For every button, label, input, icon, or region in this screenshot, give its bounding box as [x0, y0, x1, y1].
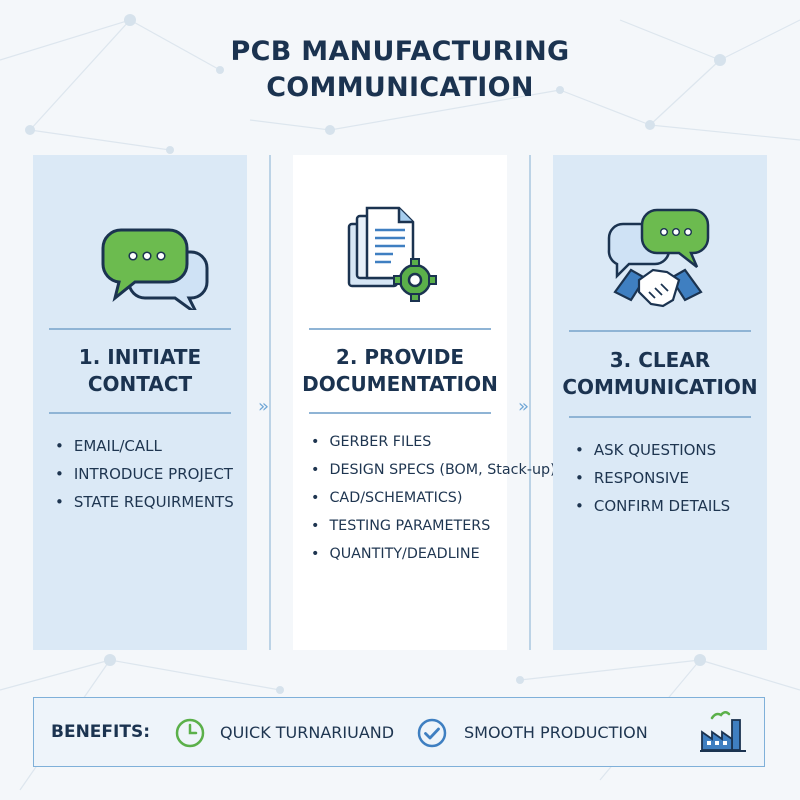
clock-icon: [175, 718, 205, 748]
list-item: STATE REQUIRMENTS: [55, 488, 234, 516]
list-item: QUANTITY/DEADLINE: [311, 540, 556, 568]
step-heading-line-1: 3. CLEAR: [609, 348, 711, 372]
list-item: GERBER FILES: [311, 428, 556, 456]
documents-gear-icon: [347, 206, 437, 302]
list-item: TESTING PARAMETERS: [311, 512, 556, 540]
step-heading: 2. PROVIDE DOCUMENTATION: [293, 344, 507, 398]
step-heading-line-2: CONTACT: [87, 372, 193, 396]
divider-rule: [49, 412, 231, 414]
chevron-right-icon: »: [258, 396, 269, 417]
check-circle-icon: [417, 718, 447, 748]
title-line-1: PCB MANUFACTURING: [230, 36, 570, 67]
benefit-smooth-production: SMOOTH PRODUCTION: [464, 723, 648, 742]
step-heading-line-1: 1. INITIATE: [78, 345, 202, 369]
divider-line: [269, 155, 271, 650]
divider-rule: [309, 412, 491, 414]
step-heading-line-1: 2. PROVIDE: [335, 345, 465, 369]
step-heading: 3. CLEAR COMMUNICATION: [553, 347, 767, 401]
title-line-2: COMMUNICATION: [266, 72, 534, 103]
divider-rule: [309, 328, 491, 330]
chat-handshake-icon: [607, 208, 710, 308]
list-item: CONFIRM DETAILS: [575, 492, 730, 520]
list-item: DESIGN SPECS (BOM, Stack-up): [311, 456, 555, 484]
divider-rule: [569, 416, 751, 418]
step-items-list: EMAIL/CALL INTRODUCE PROJECT STATE REQUI…: [55, 432, 234, 516]
step-initiate-contact-card: 1. INITIATE CONTACT EMAIL/CALL INTRODUCE…: [33, 155, 247, 650]
list-item: RESPONSIVE: [575, 464, 730, 492]
divider-rule: [49, 328, 231, 330]
chat-bubbles-icon: [101, 228, 209, 310]
benefits-bar: BENEFITS: QUICK TURNARIUAND SMOOTH PRODU…: [33, 697, 765, 767]
step-heading: 1. INITIATE CONTACT: [33, 344, 247, 398]
step-items-list: GERBER FILES DESIGN SPECS (BOM, Stack-up…: [311, 428, 556, 568]
divider-rule: [569, 330, 751, 332]
benefit-quick-turnaround: QUICK TURNARIUAND: [220, 723, 395, 742]
step-clear-communication-card: 3. CLEAR COMMUNICATION ASK QUESTIONS RES…: [553, 155, 767, 650]
benefits-label: BENEFITS:: [51, 722, 150, 742]
divider-line: [529, 155, 531, 650]
step-heading-line-2: COMMUNICATION: [562, 375, 758, 399]
list-item: INTRODUCE PROJECT: [55, 460, 234, 488]
step-provide-documentation-card: 2. PROVIDE DOCUMENTATION GERBER FILES DE…: [293, 155, 556, 650]
page-title: PCB MANUFACTURING COMMUNICATION: [0, 34, 800, 106]
list-item: ASK QUESTIONS: [575, 436, 730, 464]
step-items-list: ASK QUESTIONS RESPONSIVE CONFIRM DETAILS: [575, 436, 730, 520]
step-heading-line-2: DOCUMENTATION: [302, 372, 498, 396]
factory-icon: [700, 711, 746, 752]
list-item: CAD/SCHEMATICS): [311, 484, 556, 512]
list-item: EMAIL/CALL: [55, 432, 234, 460]
chevron-right-icon: »: [518, 396, 529, 417]
